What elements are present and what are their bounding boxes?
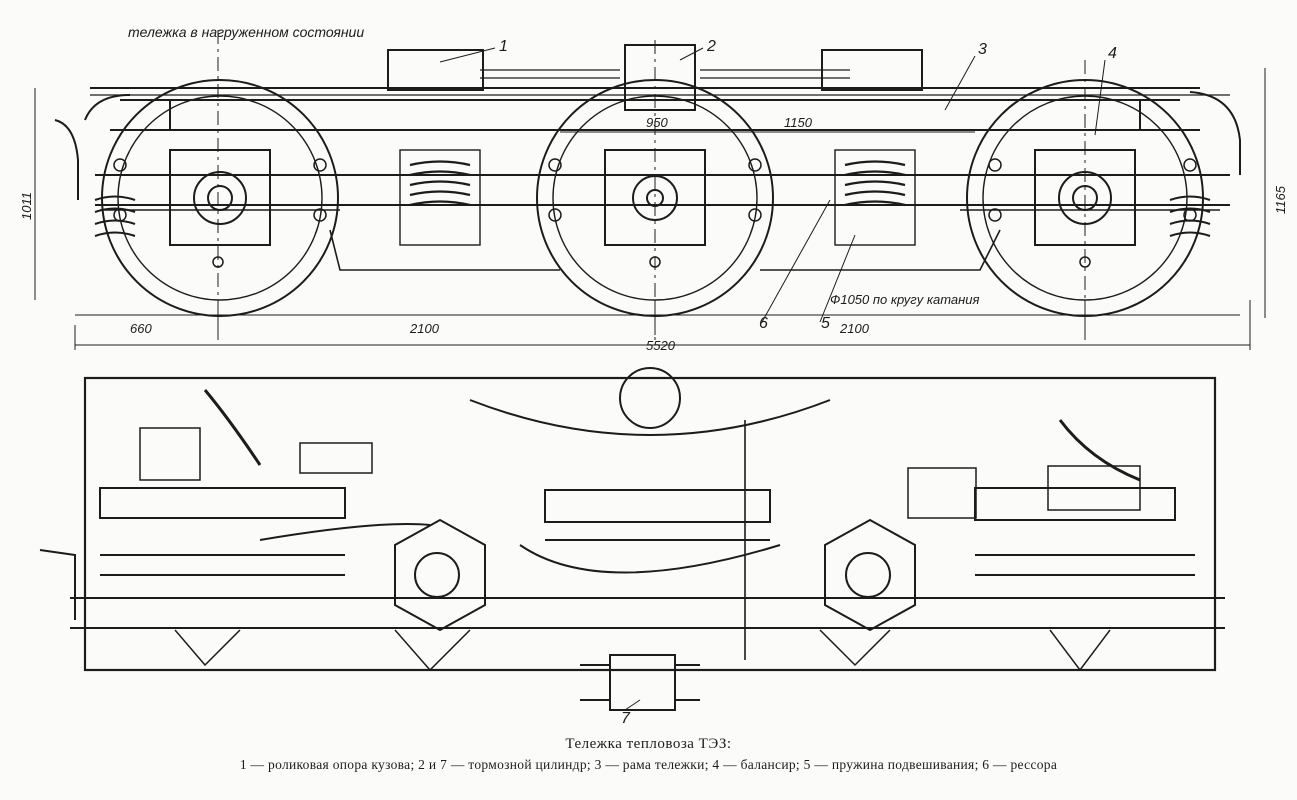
end-spring-right bbox=[1169, 195, 1211, 237]
dim-2100-right: 2100 bbox=[839, 321, 870, 336]
brake-cylinder-bottom bbox=[580, 654, 700, 711]
dimension-lines bbox=[34, 30, 1266, 350]
suspension-spring-left bbox=[399, 149, 481, 246]
end-spring-left bbox=[94, 195, 136, 237]
leader-lines bbox=[439, 47, 1106, 711]
side-view bbox=[54, 44, 1241, 317]
callout-numbers: 1 2 3 4 5 6 7 bbox=[499, 38, 1117, 727]
plan-view bbox=[39, 367, 1225, 711]
callout-5: 5 bbox=[821, 315, 830, 332]
dim-2100-left: 2100 bbox=[409, 321, 440, 336]
dim-660: 660 bbox=[130, 321, 152, 336]
dim-1165: 1165 bbox=[1273, 185, 1288, 214]
dim-5520: 5520 bbox=[646, 338, 676, 353]
callout-3: 3 bbox=[978, 41, 987, 58]
callout-7: 7 bbox=[621, 710, 631, 727]
roller-support-left bbox=[387, 49, 923, 91]
wheel-left bbox=[101, 79, 339, 317]
wheel-diameter-note: Ф1050 по кругу катания bbox=[830, 292, 979, 307]
figure-caption: Тележка тепловоза ТЭЗ: 1 — роликовая опо… bbox=[0, 736, 1297, 773]
callout-6: 6 bbox=[759, 315, 768, 332]
callout-1: 1 bbox=[499, 38, 508, 55]
dimension-labels: 950 1150 1011 1165 660 2100 2100 5520 Ф1… bbox=[19, 115, 1288, 353]
brake-cylinder-top bbox=[480, 44, 850, 111]
callout-2: 2 bbox=[706, 38, 716, 55]
dim-950: 950 bbox=[646, 115, 668, 130]
caption-legend: 1 — роликовая опора кузова; 2 и 7 — торм… bbox=[239, 757, 1058, 772]
axle-box-right bbox=[824, 518, 916, 632]
suspension-spring-right bbox=[834, 149, 916, 246]
caption-title: Тележка тепловоза ТЭЗ: bbox=[565, 736, 732, 752]
drawing-heading: тележка в нагруженном состоянии bbox=[128, 24, 364, 40]
bogie-drawing: тележка в нагруженном состоянии 1 2 3 4 … bbox=[19, 24, 1288, 727]
dim-1150: 1150 bbox=[784, 115, 813, 130]
axle-box-left bbox=[394, 518, 486, 632]
callout-4: 4 bbox=[1108, 45, 1117, 62]
dim-1011: 1011 bbox=[19, 192, 34, 220]
